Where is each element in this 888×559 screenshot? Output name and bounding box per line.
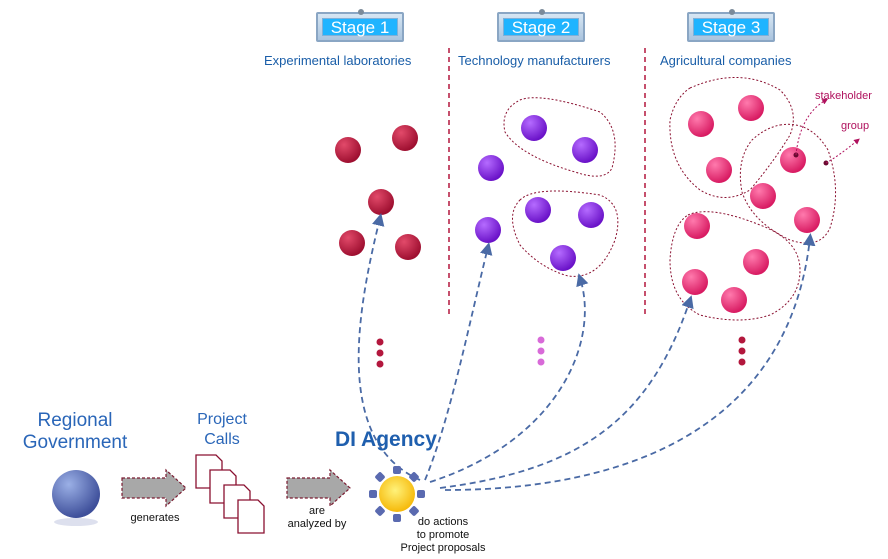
agency-title: DI Agency — [335, 428, 437, 451]
government-title: Regional Government — [22, 410, 128, 453]
stakeholder-sphere — [521, 115, 547, 141]
stakeholder-sphere — [750, 183, 776, 209]
pin-icon — [729, 9, 735, 15]
legend-arrows — [793, 98, 860, 166]
analyzed-label: are analyzed by — [287, 505, 347, 530]
government-sphere — [52, 470, 100, 518]
stakeholder-sphere — [688, 111, 714, 137]
stakeholder-sphere — [684, 213, 710, 239]
stage-2-tab: Stage 2 — [497, 9, 585, 42]
legend-stakeholder-label: stakeholder — [815, 90, 872, 102]
flow-arrow-analyzed — [286, 468, 351, 508]
pin-icon — [358, 9, 364, 15]
project-calls-title: Project Calls — [197, 411, 247, 448]
agency-sun-icon — [369, 466, 425, 522]
generates-label: generates — [130, 512, 180, 524]
stakeholder-sphere — [682, 269, 708, 295]
stakeholder-sphere — [721, 287, 747, 313]
stage-3-tab-label: Stage 3 — [693, 18, 769, 37]
ellipsis-dots-stage-3 — [738, 336, 746, 366]
stage-1-tab-label: Stage 1 — [322, 18, 398, 37]
legend-group-label: group — [841, 120, 870, 132]
stakeholder-sphere — [578, 202, 604, 228]
flow-arrow-generates — [121, 468, 187, 508]
stage-3-tab: Stage 3 — [687, 9, 775, 42]
stakeholder-sphere — [475, 217, 501, 243]
stakeholder-sphere — [478, 155, 504, 181]
stakeholder-sphere — [743, 249, 769, 275]
stage-1-tab: Stage 1 — [316, 9, 404, 42]
stakeholder-sphere — [525, 197, 551, 223]
group-outlines — [503, 77, 837, 321]
stage-1-label: Experimental laboratories — [264, 53, 412, 68]
stage-2-stakeholders — [475, 115, 604, 271]
ellipsis-dots-stage-2 — [537, 336, 545, 366]
stage-1-stakeholders — [335, 125, 421, 260]
document-stack-icon — [195, 454, 265, 534]
stakeholder-sphere — [550, 245, 576, 271]
agency-action-arrows — [357, 213, 816, 491]
stakeholder-sphere — [368, 189, 394, 215]
stage-3-label: Agricultural companies — [660, 53, 792, 68]
stakeholder-sphere — [780, 147, 806, 173]
stage-2-tab-label: Stage 2 — [503, 18, 579, 37]
stakeholder-sphere — [572, 137, 598, 163]
pin-icon — [539, 9, 545, 15]
stage-3-stakeholders — [682, 95, 820, 313]
stakeholder-sphere — [339, 230, 365, 256]
stage-2-label: Technology manufacturers — [458, 53, 611, 68]
stakeholder-sphere — [738, 95, 764, 121]
ellipsis-dots-stage-1 — [376, 338, 384, 368]
stakeholder-sphere — [335, 137, 361, 163]
stakeholder-sphere — [395, 234, 421, 260]
stakeholder-sphere — [794, 207, 820, 233]
stakeholder-sphere — [392, 125, 418, 151]
stakeholder-sphere — [706, 157, 732, 183]
actions-label: do actions to promote Project proposals — [400, 516, 486, 554]
